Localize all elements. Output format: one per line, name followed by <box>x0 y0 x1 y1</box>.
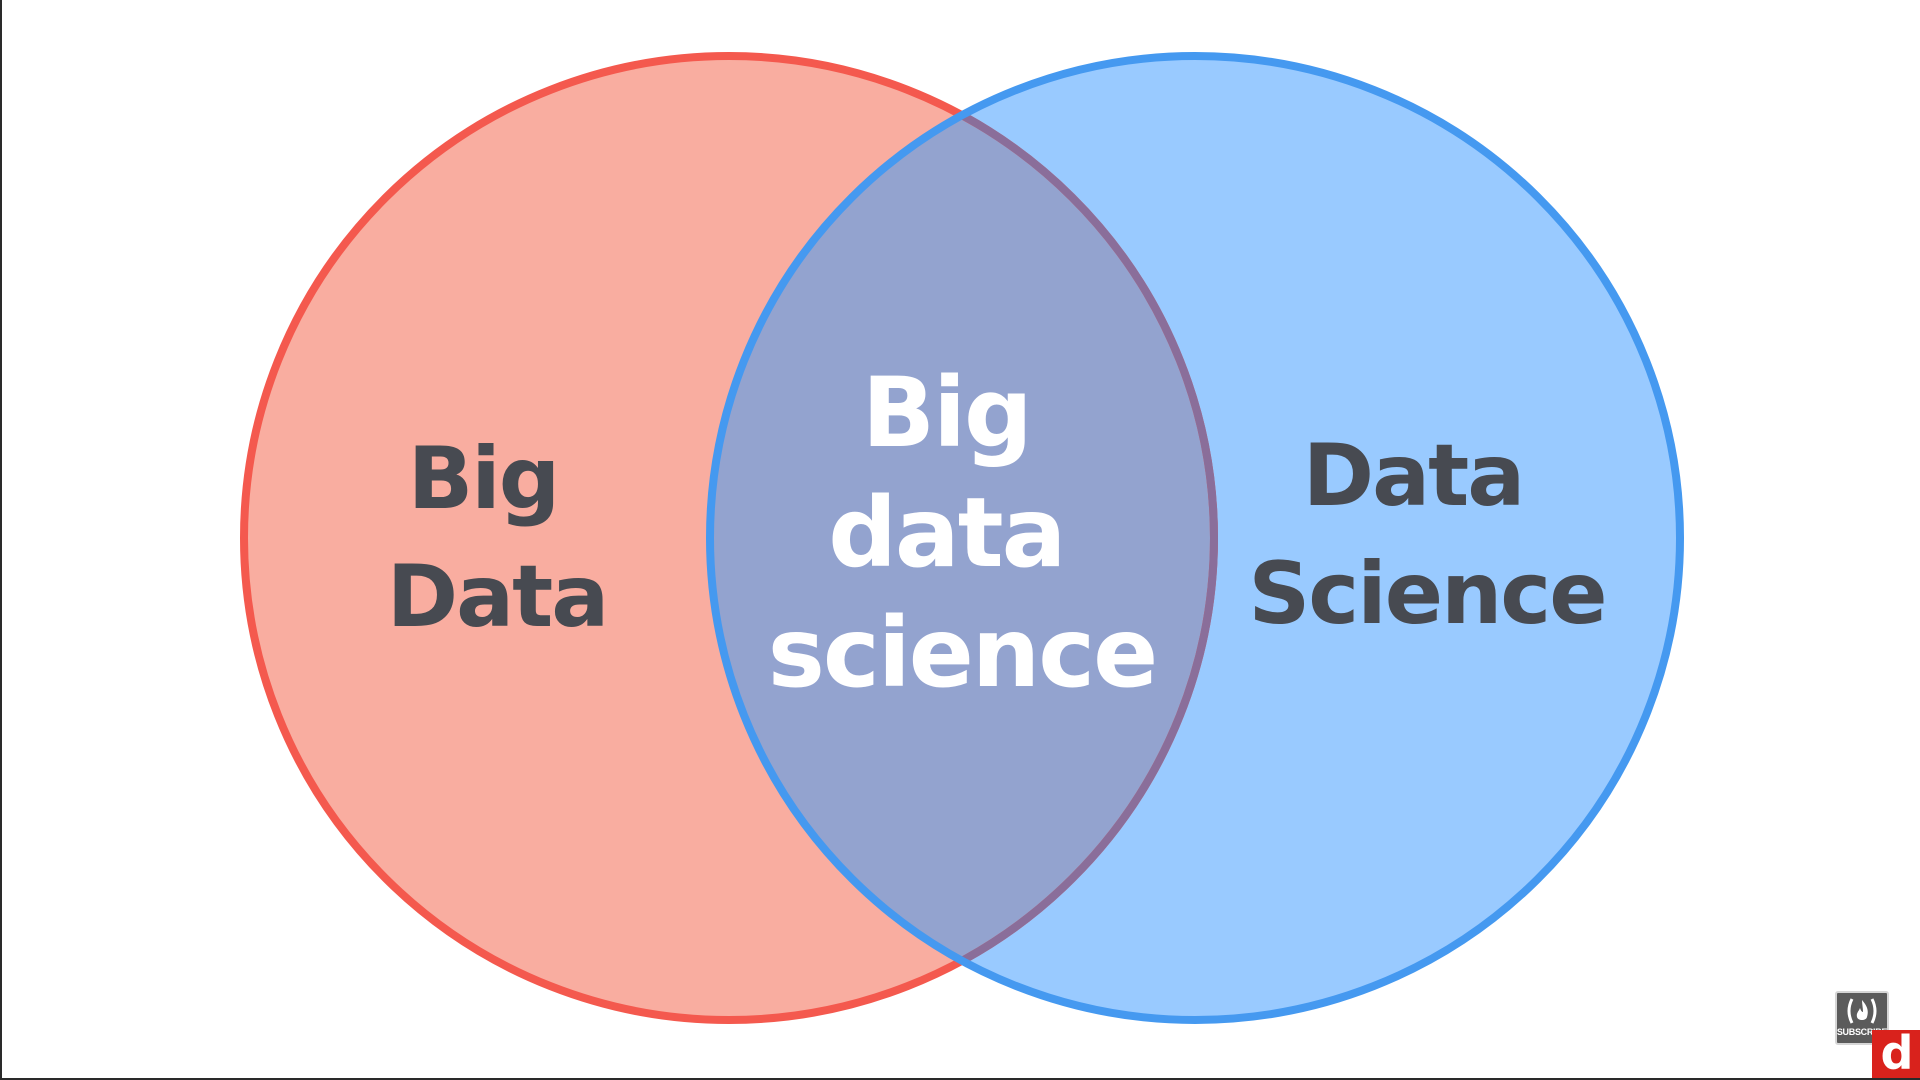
flame-brackets-icon <box>1847 998 1877 1024</box>
overlap-left-arc <box>710 56 1218 1020</box>
brand-logo: d <box>1872 1026 1920 1080</box>
data-science-label-line1: Data <box>1303 426 1524 526</box>
big-data-science-label-line2: data <box>828 477 1064 589</box>
big-data-label: Big Data <box>387 429 608 647</box>
big-data-label-line1: Big <box>408 429 559 529</box>
overlap-region <box>710 56 1214 1020</box>
data-science-label: Data Science <box>1248 426 1605 644</box>
big-data-science-label: Big data science <box>768 357 1156 709</box>
data-science-circle-outline <box>706 52 1684 1024</box>
subscribe-label: SUBSCRIBE <box>1836 1027 1888 1037</box>
big-data-label-line2: Data <box>387 547 608 647</box>
big-data-science-label-line1: Big <box>862 357 1031 469</box>
brand-logo-letter: d <box>1880 1026 1914 1080</box>
data-science-label-line2: Science <box>1248 544 1605 644</box>
big-data-science-label-line3: science <box>768 597 1156 709</box>
